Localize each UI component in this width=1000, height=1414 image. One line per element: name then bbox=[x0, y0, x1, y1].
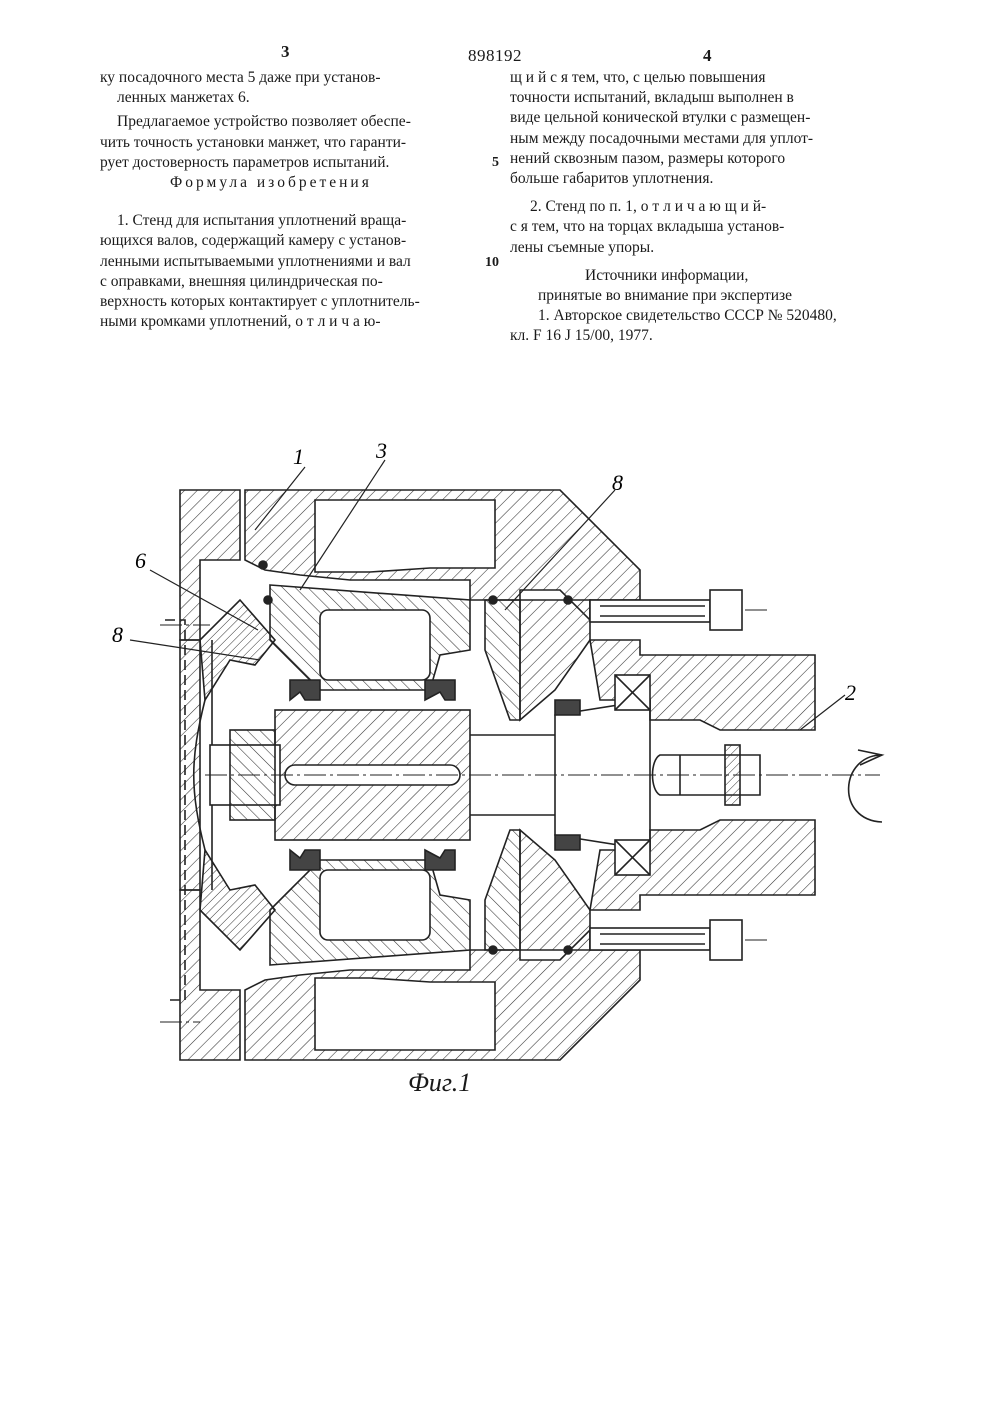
figure-caption: Фиг.1 bbox=[408, 1068, 471, 1098]
callout-6: 6 bbox=[135, 548, 146, 573]
callout-1: 1 bbox=[293, 444, 304, 469]
callout-8-left: 8 bbox=[112, 622, 123, 647]
callout-8-top: 8 bbox=[612, 470, 623, 495]
callout-3: 3 bbox=[375, 438, 387, 463]
callout-2: 2 bbox=[845, 680, 856, 705]
